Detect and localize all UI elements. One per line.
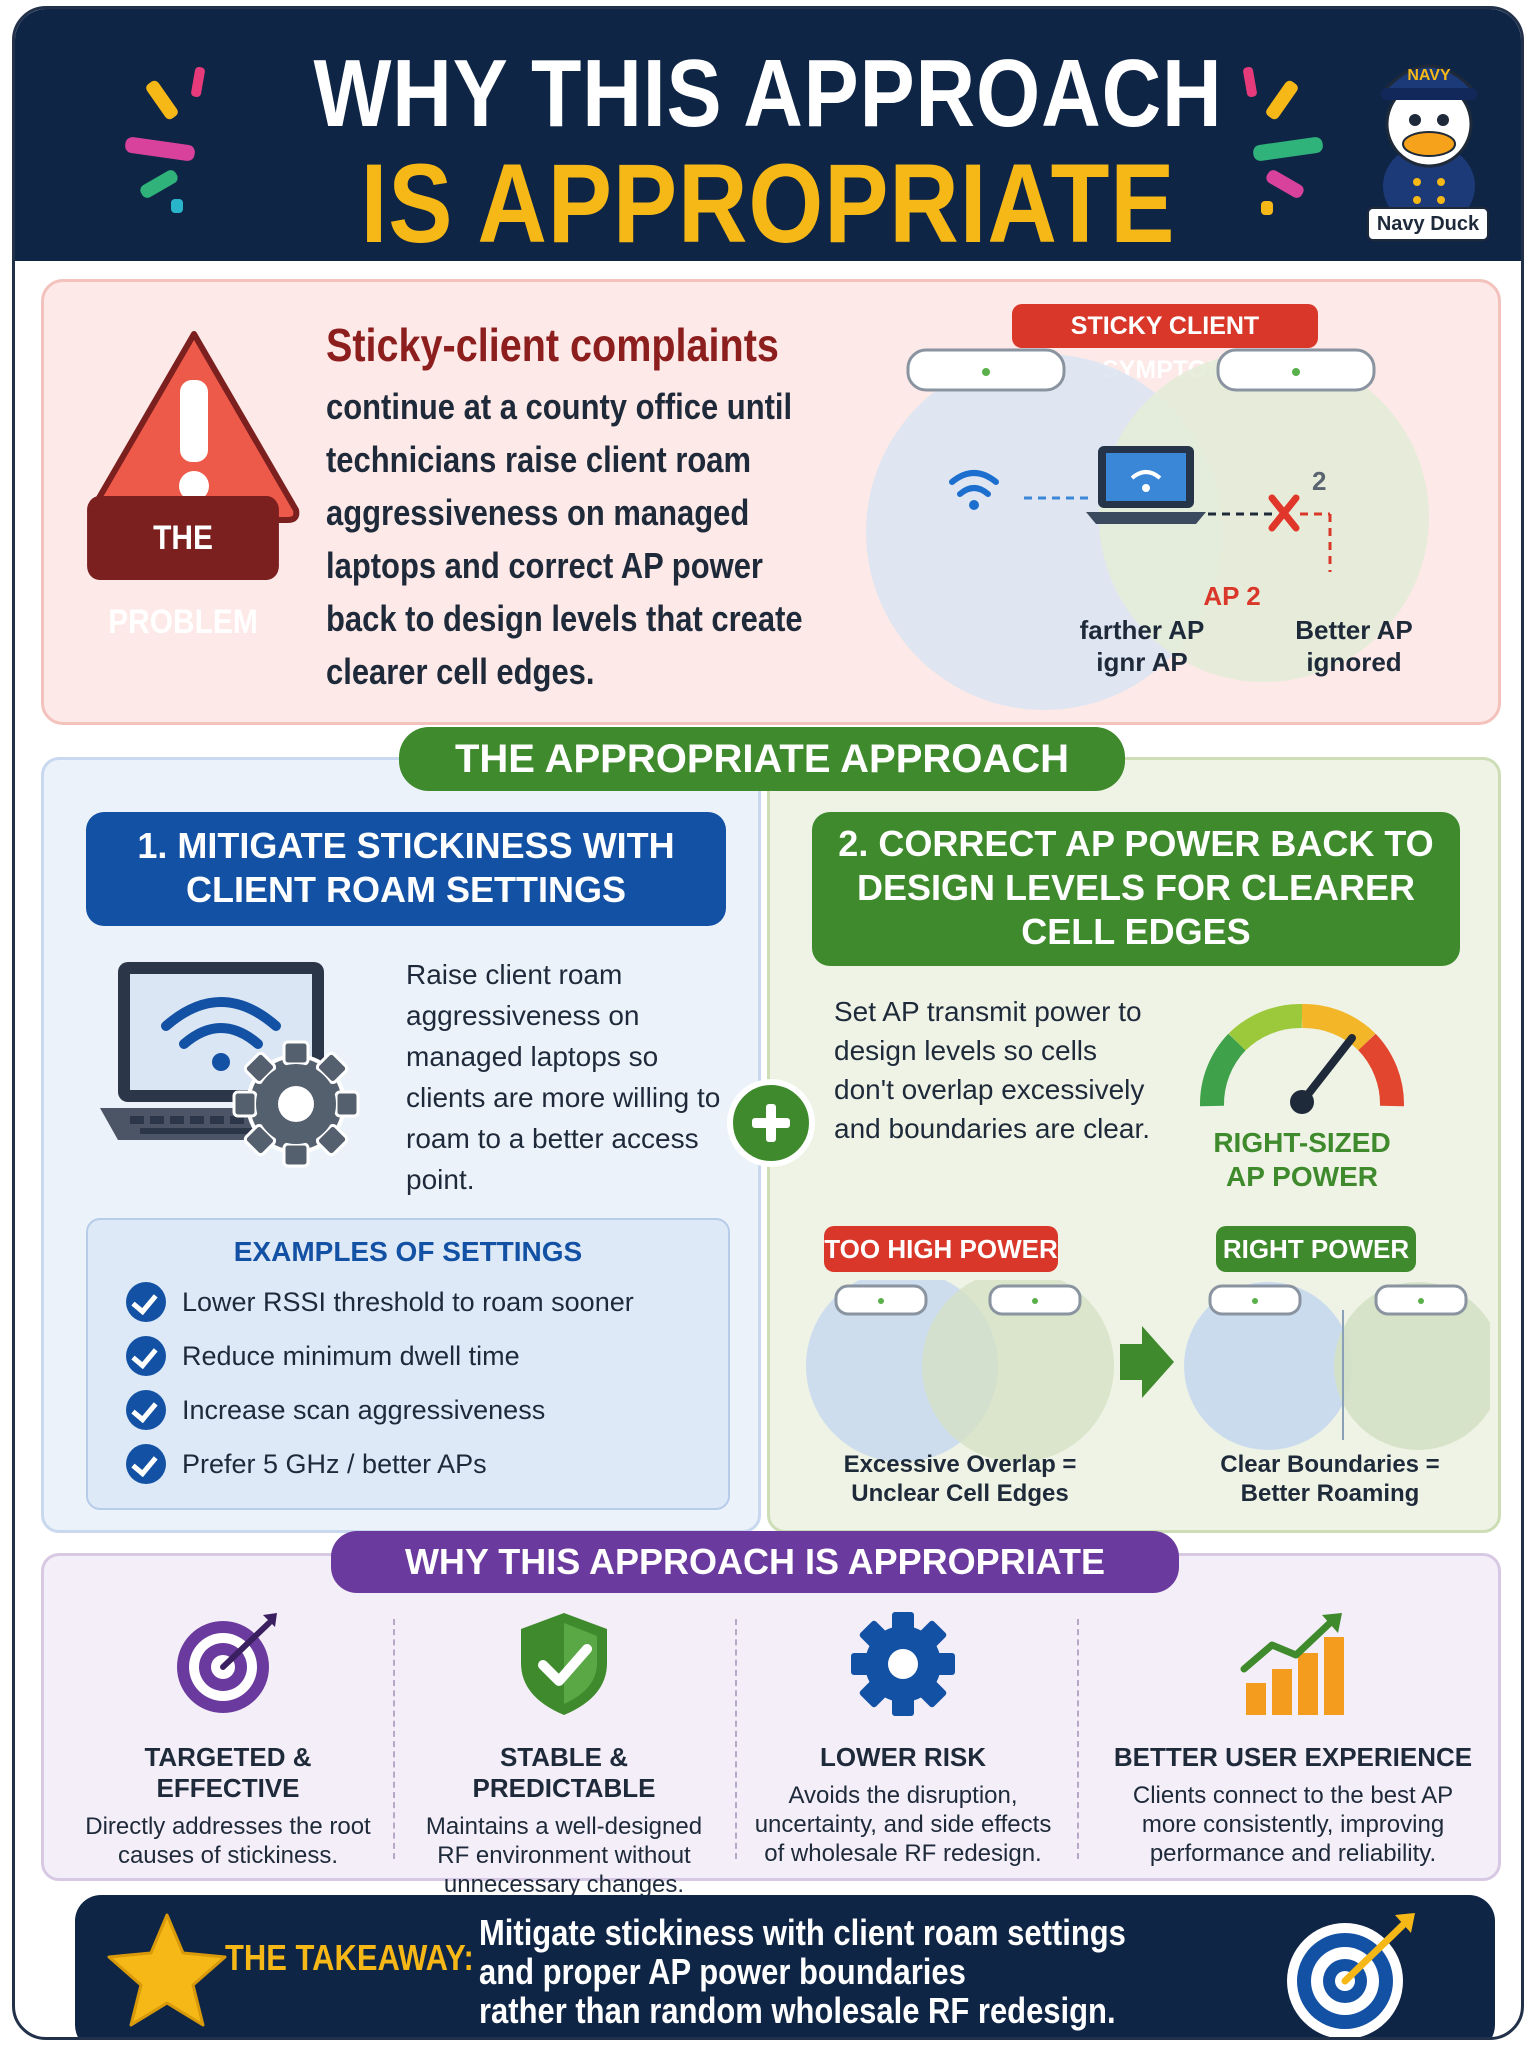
right-caption-line-2: ignored [1306,647,1402,677]
target-arrow-icon [1287,1913,1415,2037]
why-item-lower-risk: LOWER RISK Avoids the disruption, uncert… [753,1609,1053,1879]
gear-icon [851,1612,955,1716]
step-1-heading-line-1: 1. MITIGATE STICKINESS WITH [137,825,675,866]
target-icon [177,1613,277,1713]
why-item-text: Clients connect to the best AP more cons… [1132,1782,1454,1867]
svg-text:NAVY: NAVY [1407,67,1451,84]
problem-badge: THE PROBLEM [87,496,279,641]
examples-box: EXAMPLES OF SETTINGS Lower RSSI threshol… [86,1218,730,1510]
ap2-label: AP 2 [1203,581,1261,611]
why-item-text: Avoids the disruption, uncertainty, and … [754,1782,1052,1867]
left-caption-line-1: farther AP [1079,615,1205,645]
step-2-heading-line-3: CELL EDGES [1021,911,1251,952]
divider [1077,1619,1079,1859]
check-icon [126,1444,166,1484]
check-icon [126,1282,166,1322]
right-caption-line-1: Clear Boundaries = [1220,1451,1440,1478]
shield-check-icon [521,1613,607,1715]
step-2-heading-line-1: 2. CORRECT AP POWER BACK TO [838,823,1434,864]
examples-title: EXAMPLES OF SETTINGS [233,1236,583,1267]
why-item-user-experience: BETTER USER EXPERIENCE Clients connect t… [1105,1609,1481,1879]
why-item-title: STABLE & PREDICTABLE [472,1742,656,1803]
step-1-description: Raise client roam aggressiveness on mana… [406,959,721,1195]
wifi-signal-icon [949,470,999,497]
step-2-panel: 2. CORRECT AP POWER BACK TO DESIGN LEVEL… [767,757,1501,1533]
example-item: Reduce minimum dwell time [126,1334,520,1378]
right-caption-line-2: Better Roaming [1240,1480,1420,1507]
infographic-frame: WHY THIS APPROACH IS APPROPRIATE NAVY Na… [12,6,1524,2040]
step-2-description: Set AP transmit power to design levels s… [834,996,1150,1144]
client-laptop-icon [1086,446,1206,524]
takeaway-line-2: and proper AP power boundaries [479,1951,966,1992]
star-icon [107,1913,227,2027]
gauge-label: RIGHT-SIZED AP POWER [1174,1126,1430,1194]
burst-right-icon [1243,66,1323,215]
power-comparison-diagram [806,1280,1490,1462]
takeaway-text: Mitigate stickiness with client roam set… [479,1913,1133,2030]
left-caption-line-2: ignr AP [1096,647,1188,677]
problem-description: continue at a county office until techni… [326,386,803,692]
why-banner: WHY THIS APPROACH IS APPROPRIATE [331,1531,1179,1593]
why-item-title: LOWER RISK [819,1742,987,1772]
right-power-badge: RIGHT POWER [1216,1226,1416,1272]
arrow-right-icon [1120,1326,1174,1398]
too-high-caption-line-2: Unclear Cell Edges [851,1480,1069,1507]
approach-banner: THE APPROPRIATE APPROACH [399,727,1125,791]
blocked-x-icon [1268,494,1300,532]
plus-icon [727,1079,815,1167]
growth-chart-icon [1240,1613,1344,1715]
step-1-panel: 1. MITIGATE STICKINESS WITH CLIENT ROAM … [41,757,761,1533]
title-line-1: WHY THIS APPROACH [313,40,1223,147]
burst-left-icon [125,66,205,213]
why-item-title: TARGETED & EFFECTIVE [144,1742,312,1803]
problem-section: THE PROBLEM Sticky-client complaints con… [41,279,1501,725]
sticky-client-diagram: 2 [866,348,1429,710]
step-2-heading: 2. CORRECT AP POWER BACK TO DESIGN LEVEL… [812,812,1460,966]
takeaway-line-1: Mitigate stickiness with client roam set… [479,1912,1126,1953]
divider [393,1619,395,1859]
laptop-settings-icon [100,962,360,1168]
gauge-label-line-2: AP POWER [1226,1161,1378,1192]
takeaway-line-3: rather than random wholesale RF redesign… [479,1990,1116,2031]
mascot-label: Navy Duck [1367,207,1489,241]
why-item-title: BETTER USER EXPERIENCE [1113,1742,1473,1772]
divider [735,1619,737,1859]
step-1-heading-line-2: CLIENT ROAM SETTINGS [186,869,626,910]
power-gauge-icon [1200,1004,1404,1114]
step-2-heading-line-2: DESIGN LEVELS FOR CLEARER [856,867,1416,908]
header: WHY THIS APPROACH IS APPROPRIATE NAVY Na… [15,9,1521,266]
sticky-client-symptom-badge: STICKY CLIENT SYMPTOM [1012,304,1318,384]
settings-gear-icon [232,1040,360,1168]
why-item-targeted: TARGETED & EFFECTIVE Directly addresses … [73,1609,383,1879]
why-section [41,1553,1501,1881]
example-item: Lower RSSI threshold to roam sooner [126,1280,634,1324]
step-1-heading: 1. MITIGATE STICKINESS WITH CLIENT ROAM … [86,812,726,926]
too-high-power-badge: TOO HIGH POWER [824,1226,1058,1272]
problem-title: Sticky-client complaints [326,319,779,371]
gauge-label-line-1: RIGHT-SIZED [1213,1127,1391,1158]
why-item-text: Directly addresses the root causes of st… [85,1813,371,1869]
right-caption-line-1: Better AP [1295,615,1413,645]
svg-text:2: 2 [1312,466,1326,496]
example-item: Prefer 5 GHz / better APs [126,1442,487,1486]
takeaway-label: THE TAKEAWAY: [225,1937,474,1978]
takeaway-bar: THE TAKEAWAY: Mitigate stickiness with c… [75,1895,1495,2037]
why-item-text: Maintains a well-designed RF environment… [425,1813,703,1898]
title-line-2: IS APPROPRIATE [360,141,1176,266]
check-icon [126,1390,166,1430]
check-icon [126,1336,166,1376]
why-item-stable: STABLE & PREDICTABLE Maintains a well-de… [411,1609,717,1898]
example-item: Increase scan aggressiveness [126,1388,545,1432]
too-high-caption-line-1: Excessive Overlap = [843,1451,1077,1478]
